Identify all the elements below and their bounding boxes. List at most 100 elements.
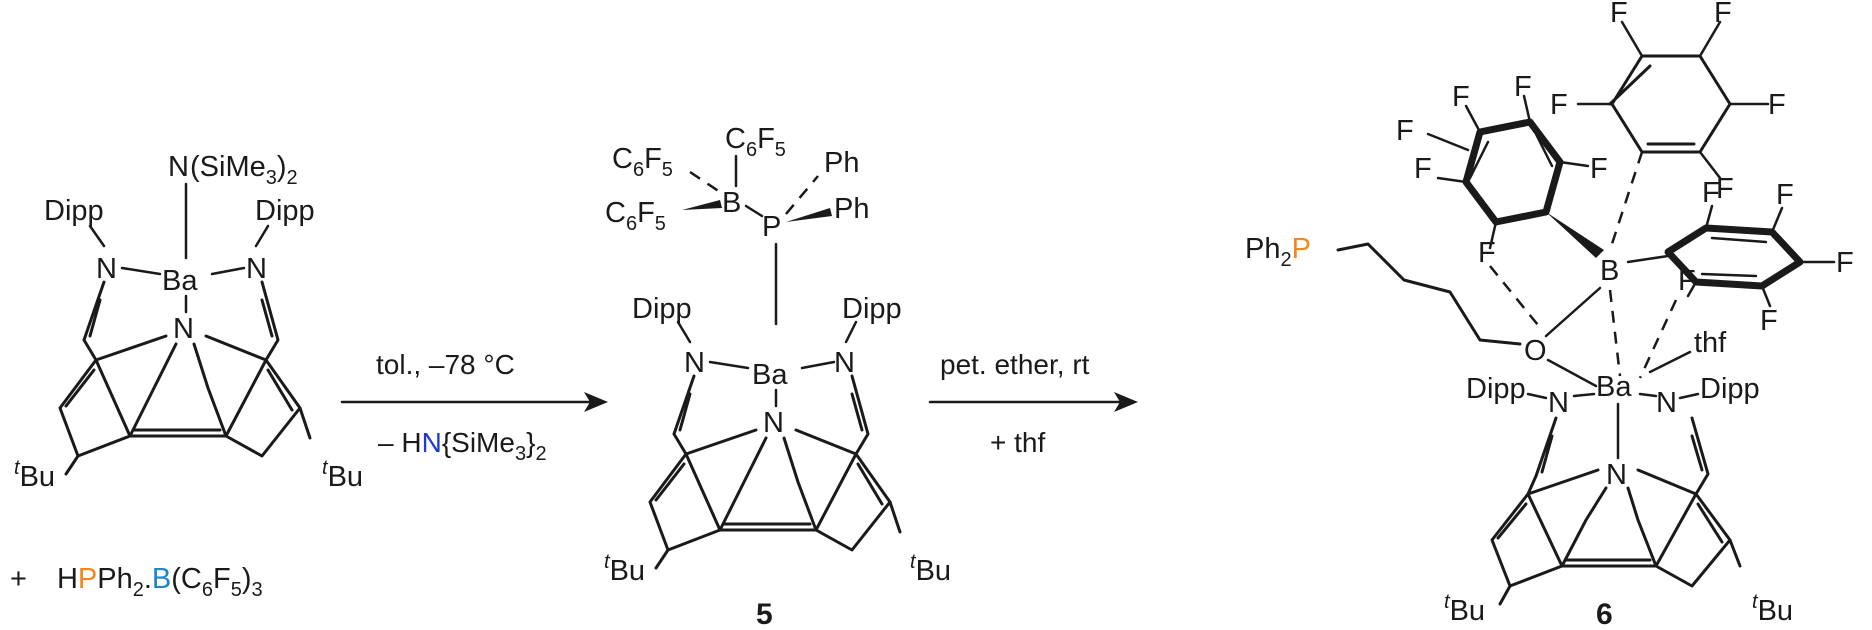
dipp-5-right: Dipp: [842, 293, 902, 325]
n-ba-5-right: [800, 360, 836, 370]
ba-thf-bond: [1648, 350, 1692, 374]
c6f5-left-upper: C6F5: [612, 143, 673, 181]
f-bond: [1488, 220, 1498, 250]
tbu-6-left: tBu: [1444, 591, 1485, 627]
imine-n-6-left: N: [1548, 387, 1569, 419]
fluorine: F: [1396, 115, 1414, 147]
dipp-bond-right: [254, 224, 270, 248]
tbu-5-left: tBu: [604, 551, 645, 587]
fluorine: F: [1678, 265, 1696, 297]
c6f5-ring-right-inner: [1700, 236, 1768, 278]
fluorine: F: [1478, 237, 1496, 269]
compound-5: C6F5 C6F5 C6F5 Ph Ph B P Dipp Dipp N N B…: [604, 123, 951, 630]
barium-label: Ba: [162, 265, 198, 297]
amide-nitrogen: N: [168, 151, 189, 183]
tbu-right: tBu: [322, 457, 363, 493]
imine-n-left: N: [96, 253, 117, 285]
fluorine: F: [1610, 0, 1628, 29]
dipp-6-bond-left: [1526, 392, 1548, 400]
tbu-6-right: tBu: [1752, 591, 1793, 627]
b-c6f5-hashed-top: [1608, 151, 1644, 251]
f-bond: [1426, 132, 1470, 152]
fluorine: F: [1590, 153, 1608, 185]
b-c6f5-bond: [1626, 254, 1670, 264]
p-ph-hashed: [785, 175, 819, 215]
b-c6f5-wedge: [1546, 212, 1604, 258]
fluorine: F: [1514, 71, 1532, 103]
b-ba-contact: [1608, 289, 1622, 377]
tbu-left: tBu: [14, 457, 55, 493]
compound-6: F F F F F F F F F F F F F F F F: [1245, 0, 1854, 630]
dipp-6-right: Dipp: [1700, 373, 1760, 405]
compound-number-6: 6: [1596, 598, 1613, 630]
n-ba-5-left: [708, 360, 750, 370]
arrow1-byproduct: – HN{SiMe3}2: [378, 427, 547, 465]
c6f5-left-lower: C6F5: [605, 197, 666, 235]
b-p-bond: [744, 204, 764, 218]
oxygen: O: [1524, 335, 1547, 367]
n-ba-6-left: [1572, 392, 1596, 398]
imine-n-right: N: [246, 253, 267, 285]
n-ba-left: [120, 266, 162, 276]
c6f5-ring-left-inner: [1468, 132, 1554, 180]
dipp-6-left: Dipp: [1466, 373, 1526, 405]
carbazole-skeleton-5: [648, 374, 892, 570]
c6f5-top: C6F5: [725, 123, 786, 161]
phenyl-upper: Ph: [824, 147, 859, 179]
tbu-6-bond-right: [1728, 538, 1742, 568]
fluorine: F: [1714, 0, 1732, 29]
dipp-5-left: Dipp: [632, 293, 692, 325]
boron-5: B: [722, 187, 741, 219]
f-ba-contact-right: [1638, 299, 1678, 379]
arrow2-head: [1114, 392, 1138, 412]
imine-n-5-left: N: [684, 347, 705, 379]
f-ba-contact-left: [1489, 265, 1543, 331]
f-bond: [1698, 150, 1722, 180]
phosphorus-5: P: [762, 211, 781, 243]
dipp-6-bond-right: [1678, 392, 1700, 400]
reaction-arrow-1: tol., –78 °C – HN{SiMe3}2: [340, 349, 608, 465]
fluorine: F: [1768, 89, 1786, 121]
barium-6: Ba: [1596, 371, 1632, 403]
f-bond: [1436, 176, 1468, 184]
f-bond: [1464, 104, 1482, 134]
fluorine: F: [1760, 305, 1778, 337]
c6f5-ring-top: [1608, 54, 1732, 154]
carbazole-skeleton: [58, 280, 302, 476]
f-bond: [1704, 204, 1714, 230]
tbu-bond-right: [298, 406, 312, 440]
carbazole-n-5: N: [763, 407, 784, 439]
f-bond: [1698, 20, 1722, 58]
phenyl-lower: Ph: [834, 193, 869, 225]
o-b-bond: [1544, 286, 1602, 338]
b-c6f5-hashed: [689, 170, 721, 194]
f-bond: [1522, 94, 1532, 124]
phosphine-borane-reagent: +HPPh2.B(C6F5)3: [10, 563, 263, 601]
tbu-5-bond-right: [888, 500, 902, 534]
o-ba-bond: [1546, 358, 1598, 388]
boron-6: B: [1600, 255, 1619, 287]
carbazole-skeleton-6: [1490, 416, 1732, 606]
dipp-5-bond-right: [844, 320, 858, 344]
fluorine: F: [1716, 173, 1734, 205]
fluorine: F: [1452, 81, 1470, 113]
fluorine: F: [1776, 179, 1794, 211]
f-bond: [1558, 160, 1590, 168]
f-bond: [1620, 20, 1644, 58]
f-bond: [1760, 284, 1772, 308]
n-ba-6-right: [1638, 392, 1658, 398]
n-ba-right: [210, 266, 246, 276]
tbu-5-right: tBu: [910, 551, 951, 587]
arrow1-head: [584, 392, 608, 412]
dipp-right: Dipp: [255, 195, 315, 227]
compound-number-5: 5: [756, 598, 773, 630]
diphenylphosphino: Ph2P: [1245, 233, 1311, 271]
arrow2-additive: + thf: [990, 427, 1045, 458]
imine-n-6-right: N: [1656, 387, 1677, 419]
fluorine: F: [1550, 89, 1568, 121]
reaction-arrow-2: pet. ether, rt + thf: [928, 349, 1138, 458]
fluorine: F: [1414, 153, 1432, 185]
butyl-chain: [1336, 242, 1522, 346]
dipp-bond-left: [88, 224, 106, 248]
c6f5-ring-left: [1462, 118, 1564, 226]
